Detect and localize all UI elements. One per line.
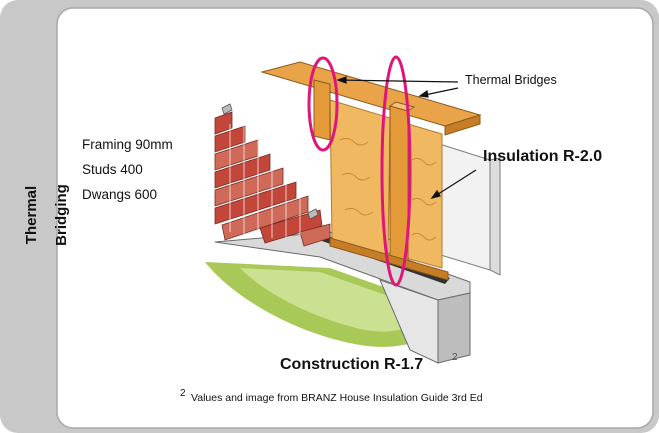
spec-framing: Framing 90mm (82, 137, 173, 152)
footnote-text: Values and image from BRANZ House Insula… (191, 392, 483, 404)
top-plate-front (444, 114, 481, 136)
footnote-number: 2 (180, 388, 186, 399)
foundation-side (379, 279, 439, 364)
brick-tie-bottom (307, 208, 319, 220)
wall-lining-right (489, 157, 501, 276)
lawn-highlight (240, 268, 415, 332)
spec-studs: Studs 400 (82, 162, 143, 177)
brick-tie-top (221, 103, 233, 115)
bottom-plate (329, 237, 449, 281)
callout-arrows (336, 76, 477, 199)
label-insulation: Insulation R-2.0 (483, 148, 603, 165)
label-thermal-bridges: Thermal Bridges (465, 73, 557, 87)
thermal-bridge-highlight-left (307, 56, 339, 152)
arrow-thermal-bridges-left (337, 79, 459, 83)
stud-left (313, 79, 331, 141)
sidebar-title: Thermal Bridging (23, 184, 70, 246)
thermal-bridge-highlight-center (380, 55, 412, 287)
spec-dwangs: Dwangs 600 (82, 187, 158, 202)
stud-center (389, 105, 409, 263)
brick-veneer (214, 111, 331, 247)
label-construction: Construction R-1.7 (280, 356, 424, 373)
label-construction-superscript: 2 (452, 352, 458, 363)
insulation-texture (339, 137, 437, 241)
arrow-insulation (431, 169, 477, 199)
